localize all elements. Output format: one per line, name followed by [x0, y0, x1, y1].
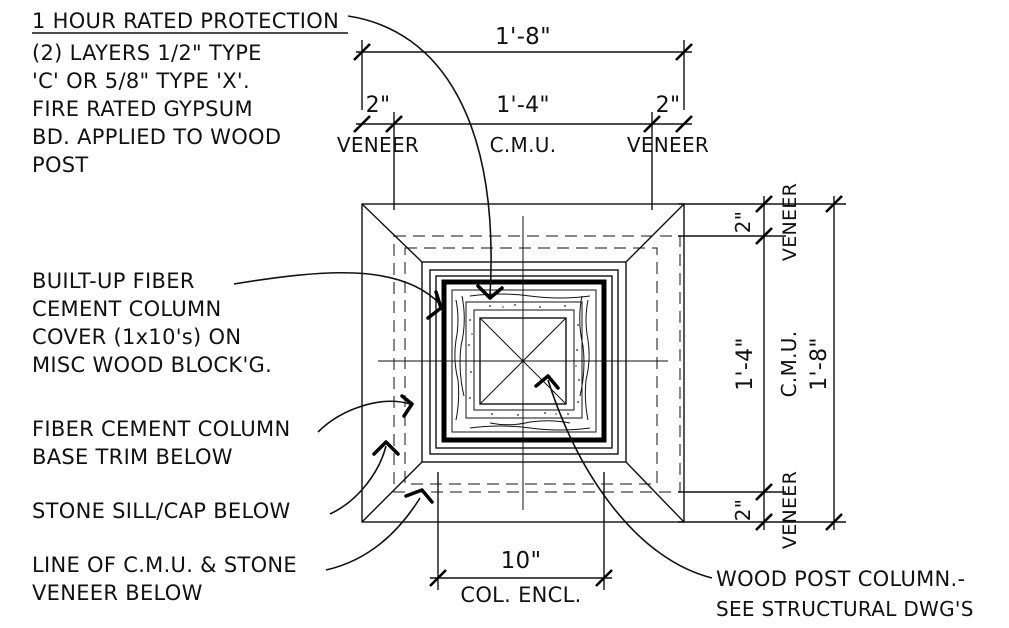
note-line: BUILT-UP FIBER	[32, 269, 195, 293]
label-top-cmu: C.M.U.	[490, 133, 557, 157]
trim-step	[429, 269, 619, 455]
note-line: WOOD POST COLUMN.-	[716, 567, 965, 591]
note-line: BASE TRIM BELOW	[32, 445, 233, 469]
base-trim-outline	[421, 261, 627, 463]
dim-right-veneer-top: 2"	[731, 211, 755, 234]
note-line: FIRE RATED GYPSUM	[32, 97, 253, 121]
note-line: FIBER CEMENT COLUMN	[32, 417, 291, 441]
column-plan	[361, 203, 685, 523]
note-line: LINE OF C.M.U. & STONE	[32, 553, 297, 577]
bottom-dimension: 10" COL. ENCL.	[429, 472, 613, 607]
note-column-cover: BUILT-UP FIBER CEMENT COLUMN COVER (1x10…	[32, 269, 272, 377]
gypsum-layer-inner	[473, 309, 575, 411]
dim-top-veneer-right: 2"	[656, 93, 681, 118]
note-line: COVER (1x10's) ON	[32, 325, 241, 349]
leader-base-trim	[317, 400, 411, 433]
bevel-line	[361, 461, 423, 523]
label-top-veneer-right: VENEER	[627, 133, 709, 157]
label-right-veneer-top: VENEER	[779, 183, 801, 261]
dim-top-cmu: 1'-4"	[496, 93, 550, 118]
leader-column-cover	[233, 271, 441, 305]
dim-bottom-col-encl: 10"	[501, 548, 542, 574]
note-line: MISC WOOD BLOCK'G.	[32, 353, 272, 377]
dim-top-veneer-left: 2"	[366, 93, 391, 118]
note-fire-protection: 1 HOUR RATED PROTECTION (2) LAYERS 1/2" …	[32, 9, 348, 177]
note-wood-post: WOOD POST COLUMN.- SEE STRUCTURAL DWG'S	[716, 567, 974, 621]
bevel-line	[625, 461, 685, 523]
label-top-veneer-left: VENEER	[337, 133, 419, 157]
dim-right-overall: 1'-8"	[807, 337, 832, 391]
gypsum-layer-outer	[465, 301, 583, 419]
arrowhead	[404, 488, 434, 504]
stone-sill-outline	[361, 203, 685, 523]
bevel-line	[625, 203, 685, 263]
note-line: 'C' OR 5/8" TYPE 'X'.	[32, 69, 250, 93]
arrowhead	[372, 440, 400, 456]
leader-wood-post	[547, 379, 713, 579]
arrowhead	[534, 374, 560, 390]
note-line: CEMENT COLUMN	[32, 297, 221, 321]
note-fire-protection-title: 1 HOUR RATED PROTECTION	[32, 9, 339, 33]
right-dimensions: 2" VENEER 1'-4" C.M.U. 1'-8" 2" VENEER	[678, 183, 846, 549]
note-base-trim: FIBER CEMENT COLUMN BASE TRIM BELOW	[32, 417, 291, 469]
gypsum-stipple	[468, 304, 580, 416]
leader-fire-protection	[347, 15, 492, 297]
label-right-cmu: C.M.U.	[777, 331, 801, 398]
note-line: BD. APPLIED TO WOOD	[32, 125, 281, 149]
leader-cmu-line	[325, 497, 421, 571]
note-line: VENEER BELOW	[32, 581, 203, 605]
note-cmu-line: LINE OF C.M.U. & STONE VENEER BELOW	[32, 553, 297, 605]
cmu-veneer-dashed-outline	[393, 235, 681, 493]
note-line: STONE SILL/CAP BELOW	[32, 499, 291, 523]
top-dimensions: 1'-8" 2" 1'-4" 2" VENEER C.M.U. VENEER	[337, 24, 709, 210]
bevel-line	[361, 203, 423, 263]
cmu-dashed-outline	[404, 247, 658, 485]
dim-right-cmu: 1'-4"	[733, 337, 758, 391]
note-line: (2) LAYERS 1/2" TYPE	[32, 41, 262, 65]
label-right-veneer-bottom: VENEER	[779, 471, 801, 549]
note-stone-sill: STONE SILL/CAP BELOW	[32, 499, 291, 523]
note-line: POST	[32, 153, 89, 177]
dim-right-veneer-bottom: 2"	[731, 499, 755, 522]
arrowhead	[426, 290, 443, 320]
label-bottom-col-encl: COL. ENCL.	[460, 583, 581, 607]
leader-stone-sill	[329, 445, 387, 515]
note-line: SEE STRUCTURAL DWG'S	[716, 597, 974, 621]
trim-step	[435, 275, 613, 449]
arrowhead	[400, 394, 414, 418]
arrowhead	[476, 284, 504, 300]
dim-top-overall: 1'-8"	[495, 24, 551, 50]
leader-lines	[233, 15, 713, 579]
